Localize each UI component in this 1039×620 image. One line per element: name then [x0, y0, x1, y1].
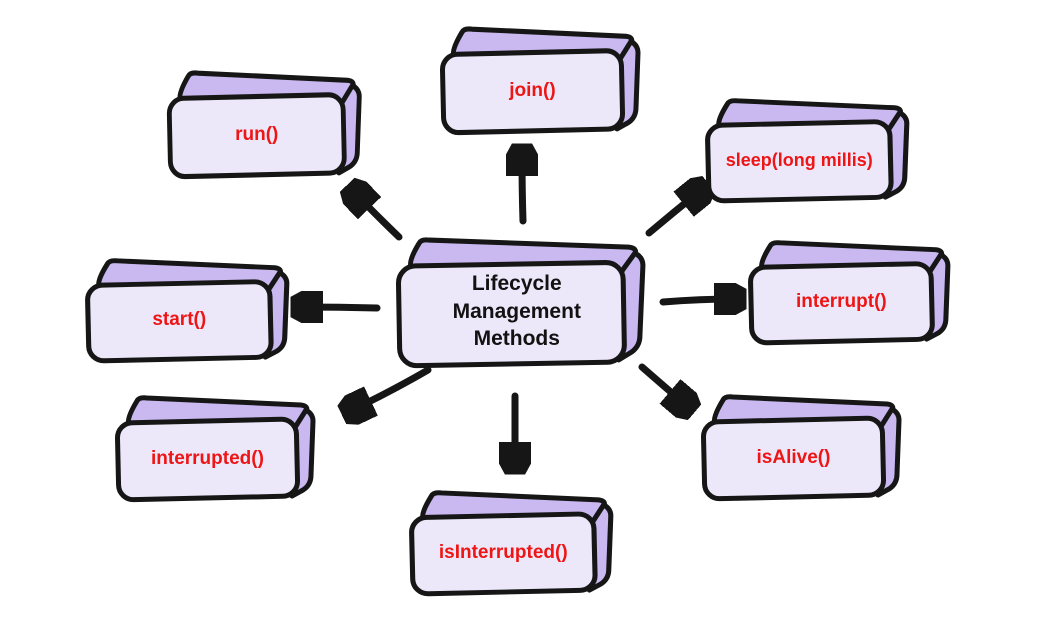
- box-3d-shape: [436, 20, 648, 138]
- method-label: interrupted(): [150, 447, 264, 469]
- node-run: run(): [163, 64, 369, 182]
- box-3d-shape: [697, 388, 909, 504]
- arrow-center-to-interrupt: [659, 299, 735, 302]
- method-label: interrupt(): [795, 291, 887, 313]
- node-sleep: sleep(long millis): [701, 92, 917, 206]
- node-interrupt: interrupt(): [744, 234, 958, 348]
- node-interrupted: interrupted(): [111, 389, 323, 505]
- box-3d-shape: [744, 234, 958, 348]
- method-label: start(): [152, 309, 207, 331]
- arrow-center-to-run: [355, 193, 403, 241]
- box-3d-shape: [391, 231, 653, 372]
- box-3d-shape: [405, 484, 621, 599]
- box-3d-shape: [163, 64, 369, 182]
- node-isalive: isAlive(): [697, 388, 909, 504]
- arrow-center-to-interrupted: [352, 366, 432, 410]
- box-3d-shape: [81, 252, 297, 366]
- box-3d-shape: [111, 389, 323, 505]
- method-label: isInterrupted(): [438, 542, 568, 563]
- center-title: Lifecycle Management Methods: [452, 272, 581, 350]
- node-isinterrupted: isInterrupted(): [405, 484, 621, 599]
- node-center-lifecycle: Lifecycle Management Methods: [391, 231, 653, 372]
- arrow-center-to-sleep: [645, 191, 700, 237]
- method-label: run(): [235, 123, 279, 145]
- node-join: join(): [436, 20, 648, 138]
- box-3d-shape: [701, 92, 917, 206]
- arrow-center-to-join: [522, 155, 523, 225]
- node-start: start(): [81, 252, 297, 366]
- method-label: sleep(long millis): [725, 149, 873, 170]
- method-label: isAlive(): [756, 446, 831, 468]
- arrow-center-to-start: [302, 307, 381, 308]
- arrow-center-to-isalive: [638, 363, 686, 405]
- method-label: join(): [509, 79, 556, 101]
